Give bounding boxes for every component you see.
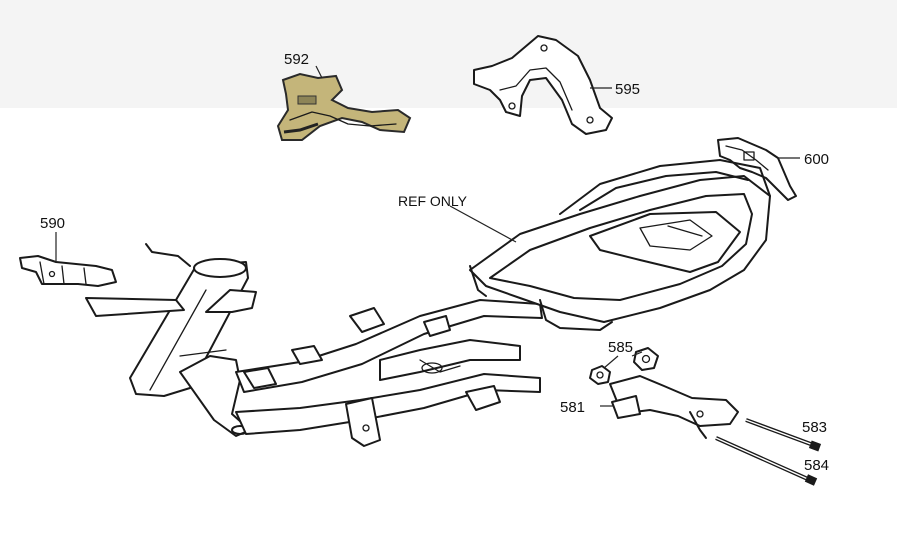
part-585-nuts[interactable]: [589, 347, 659, 385]
label-585: 585: [608, 339, 633, 356]
leader-592: [315, 65, 323, 79]
leader-ref-only: [449, 205, 517, 243]
part-590-bracket[interactable]: [19, 255, 117, 287]
part-595-bracket[interactable]: [473, 35, 613, 135]
label-581: 581: [560, 399, 585, 416]
label-592: 592: [284, 51, 309, 68]
part-583-bolt[interactable]: [745, 418, 822, 452]
label-584: 584: [804, 457, 829, 474]
label-600: 600: [804, 151, 829, 168]
label-ref-only: REF ONLY: [398, 193, 468, 209]
label-590: 590: [40, 215, 65, 232]
top-background-band: [0, 0, 897, 108]
label-595: 595: [615, 81, 640, 98]
leader-585b: [631, 351, 643, 357]
part-592-bracket[interactable]: [276, 72, 412, 141]
part-584-bolt[interactable]: [715, 436, 818, 486]
leader-585a: [603, 355, 619, 369]
part-581-hanger[interactable]: [609, 375, 739, 439]
main-frame[interactable]: [85, 159, 771, 447]
label-583: 583: [802, 419, 827, 436]
